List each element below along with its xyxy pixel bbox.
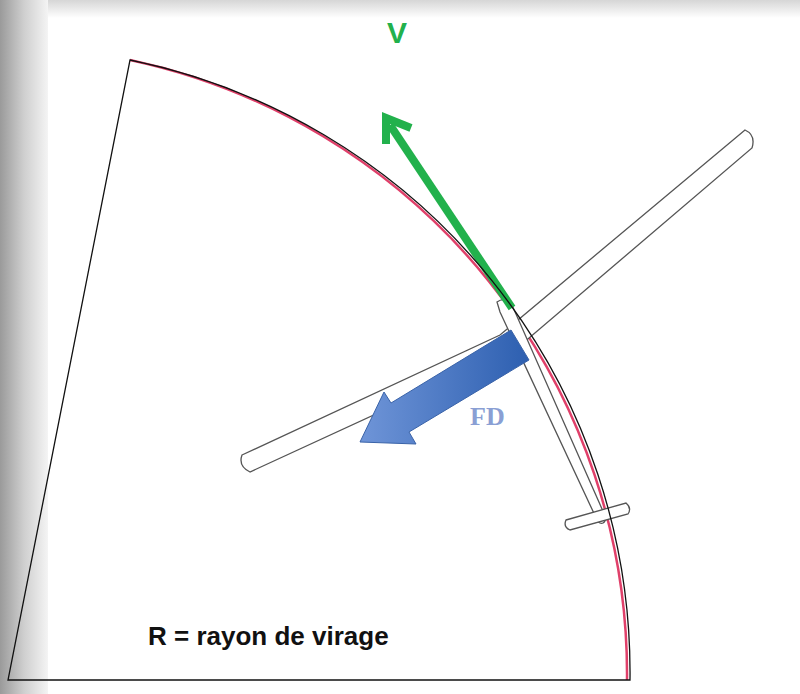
sector-region: R = rayon de virage (8, 60, 638, 682)
glider-wing (241, 130, 753, 472)
velocity-arrow (390, 125, 512, 308)
velocity-arrowhead (386, 118, 411, 144)
velocity-label: V (387, 16, 407, 50)
slide-band (0, 0, 48, 694)
drag-arrow (360, 330, 529, 444)
sector-outline (8, 60, 630, 680)
sector-outline (8, 60, 638, 682)
glider-tail (565, 503, 630, 530)
radius-caption: R = rayon de virage (148, 621, 389, 652)
slide-band (0, 0, 800, 18)
drag-label: FD (470, 402, 505, 432)
